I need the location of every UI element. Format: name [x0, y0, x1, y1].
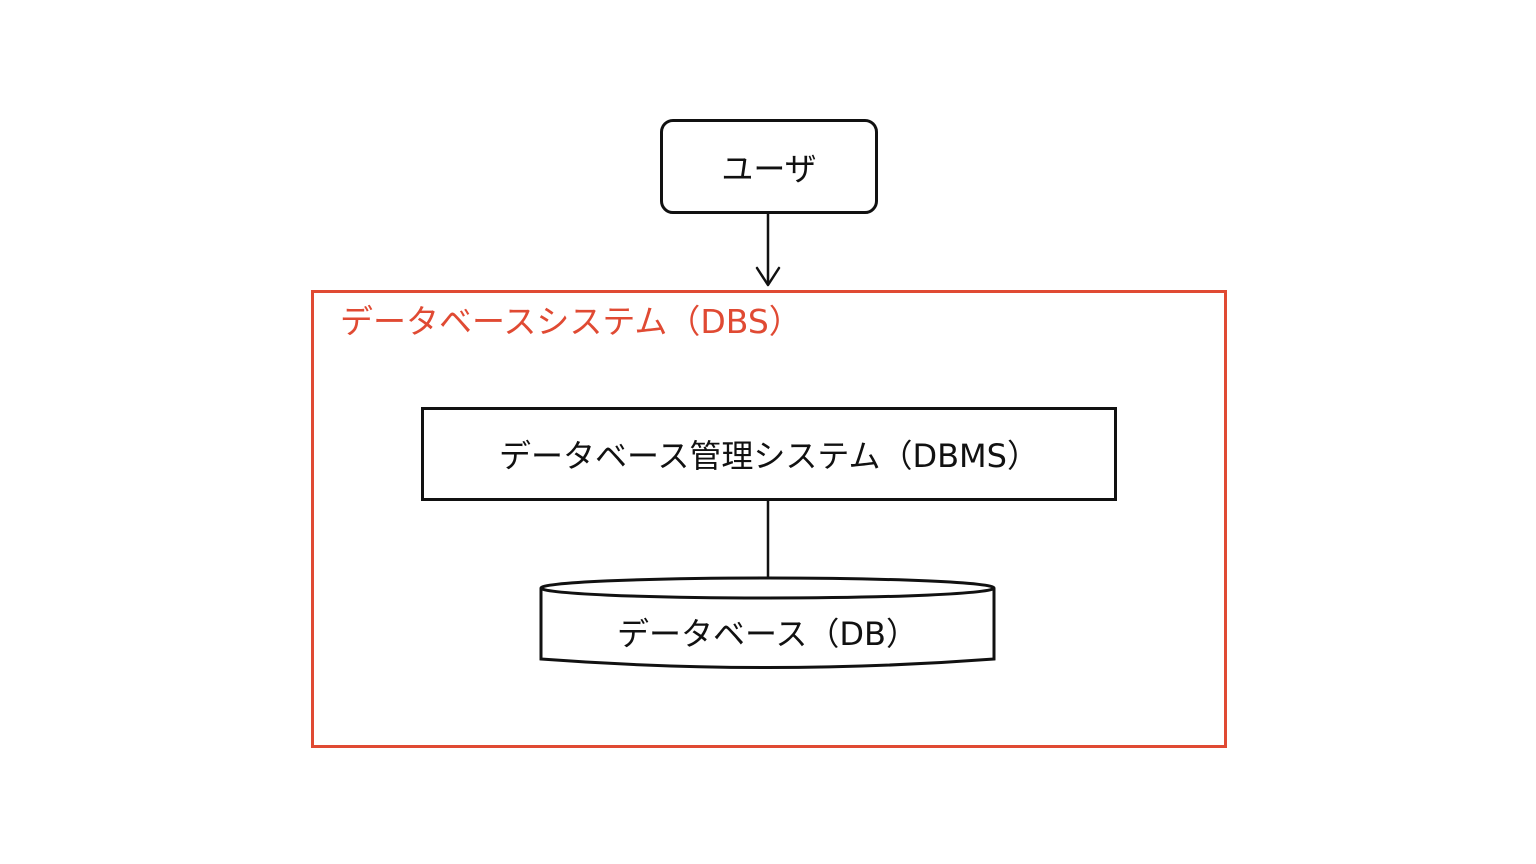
dbs-label: データベースシステム（DBS）: [340, 302, 802, 341]
dbms-node: データベース管理システム（DBMS）: [421, 407, 1117, 501]
user-node: ユーザ: [660, 119, 878, 214]
arrow-head-icon: [755, 266, 781, 287]
db-node-label: データベース（DB）: [617, 615, 918, 653]
dbms-node-label: データベース管理システム（DBMS）: [499, 437, 1039, 475]
user-node-label: ユーザ: [721, 149, 817, 188]
dbs-frame: [311, 290, 1227, 748]
database-cylinder-icon: [539, 576, 996, 669]
